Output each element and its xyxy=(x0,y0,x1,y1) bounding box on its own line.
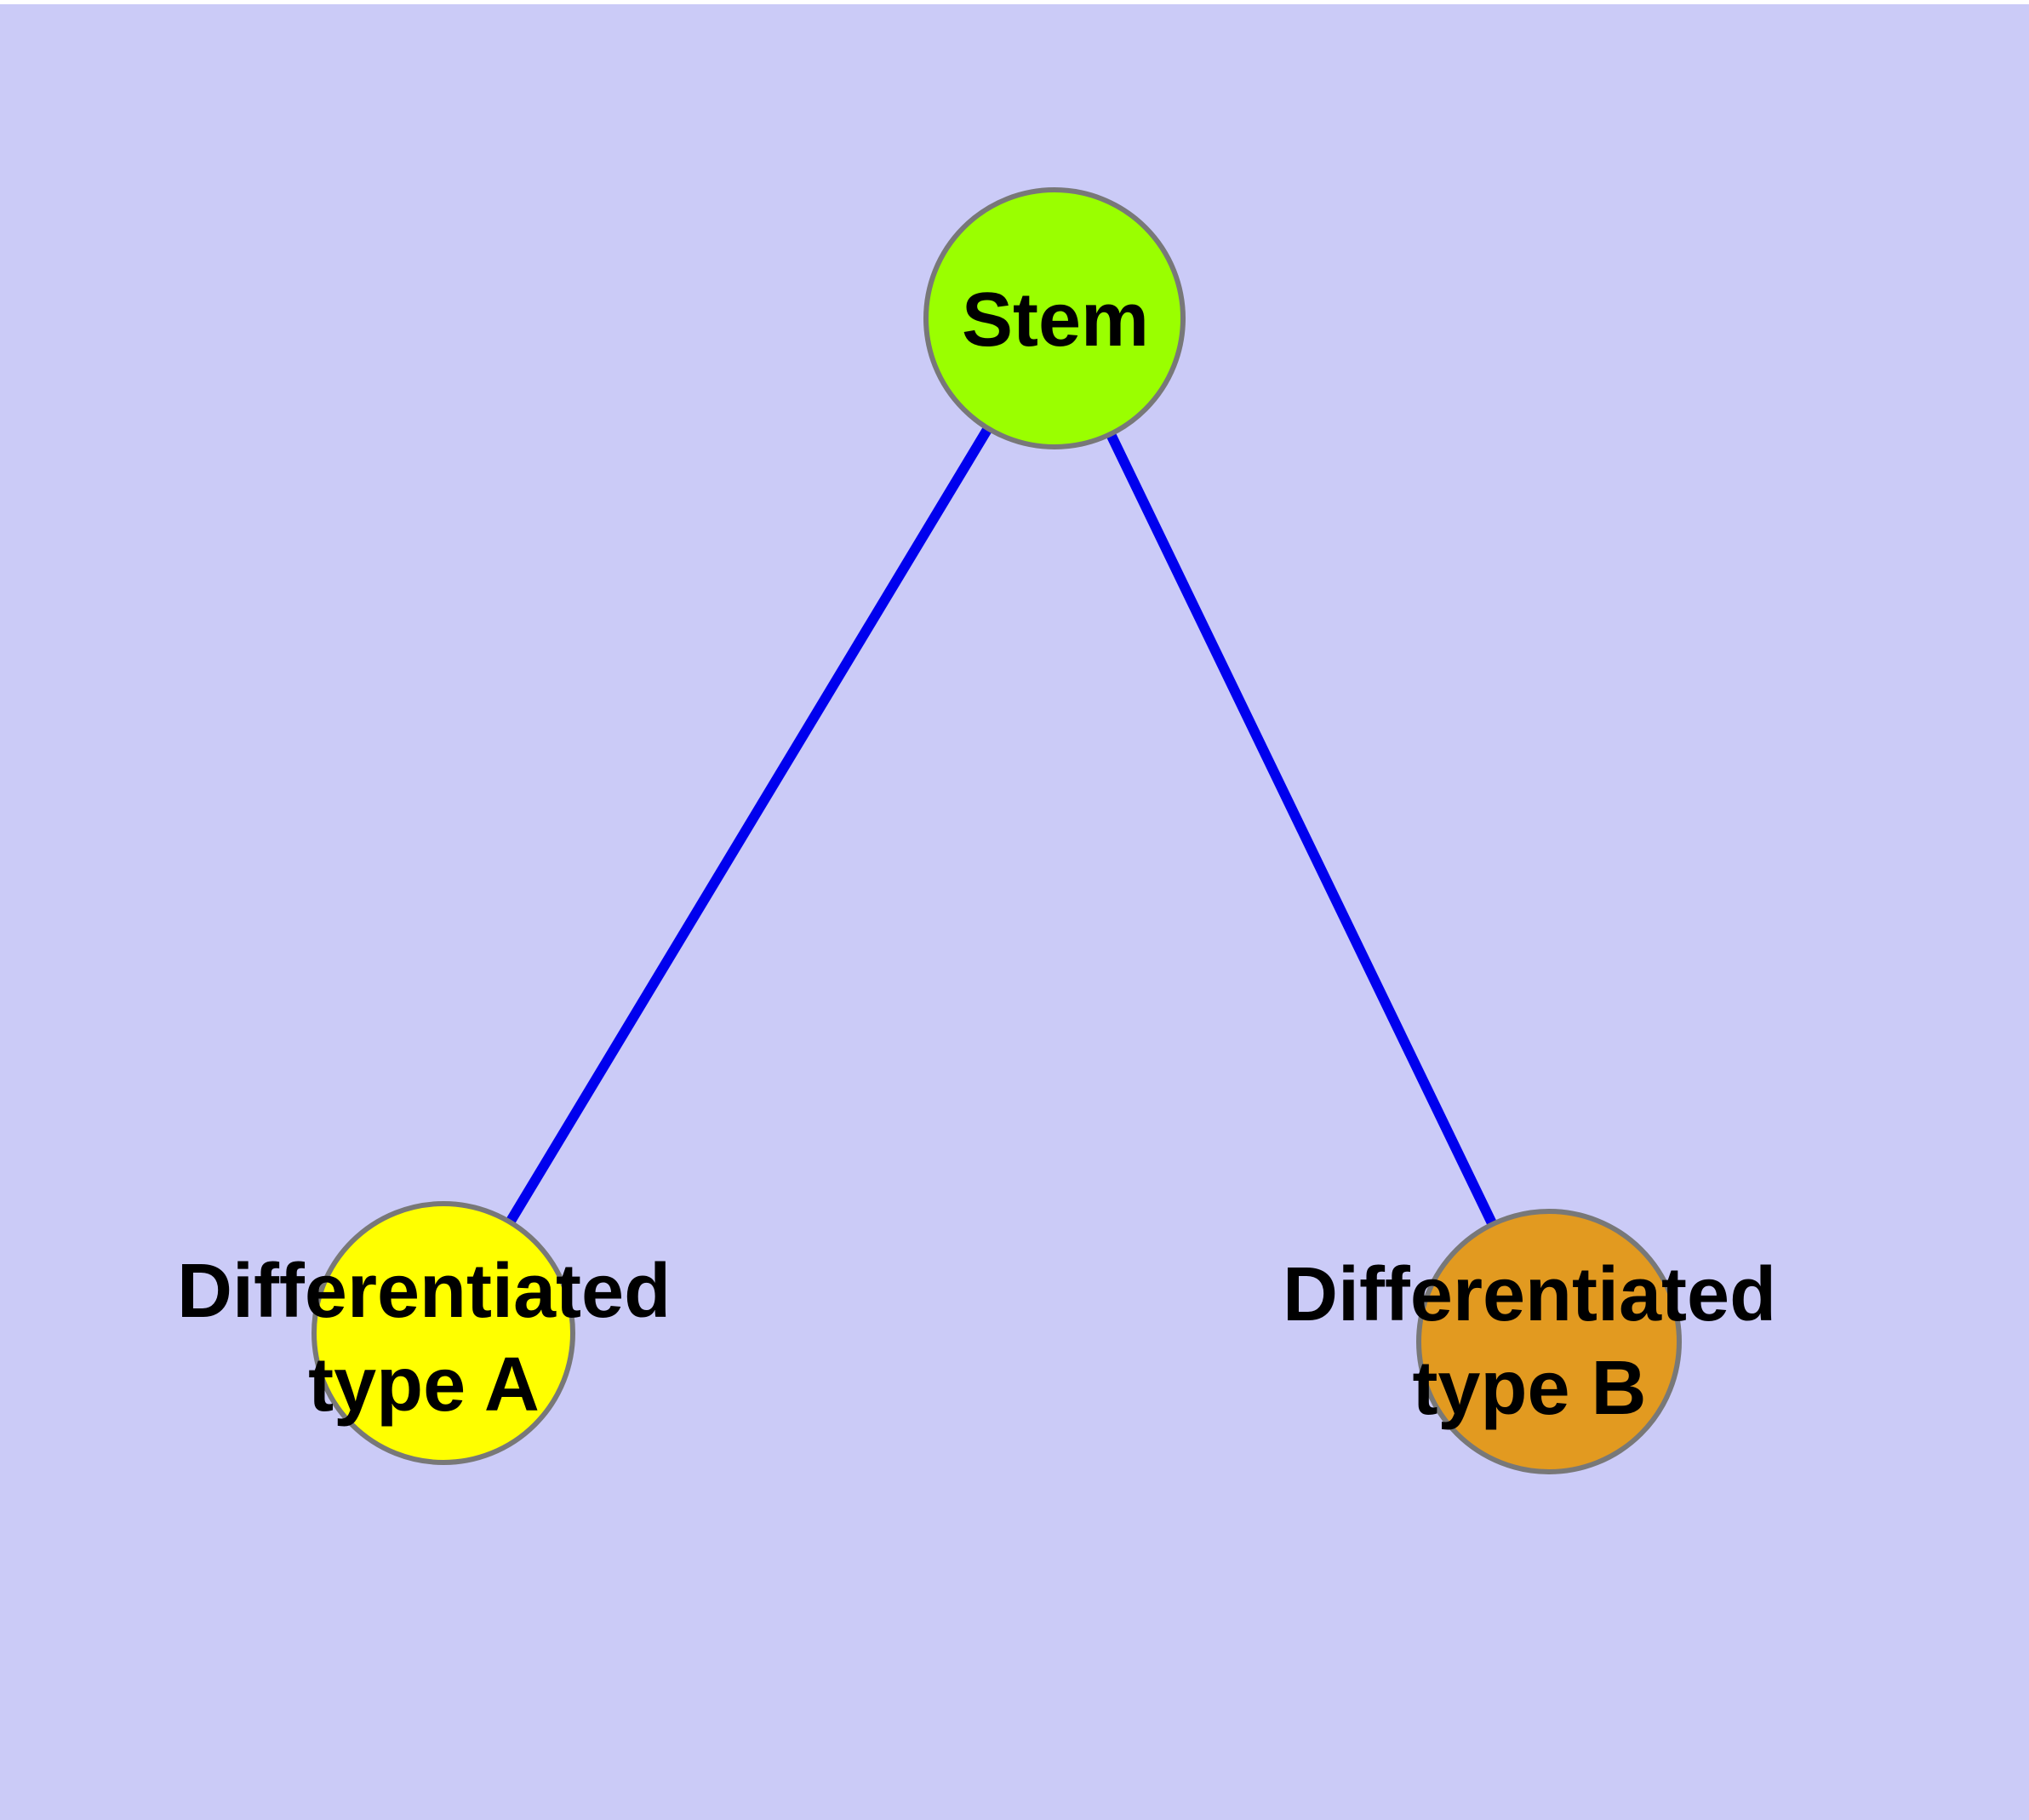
graph-svg xyxy=(311,187,1682,1474)
node-type-a-label: Differentiated type A xyxy=(176,1249,672,1428)
node-stem-circle xyxy=(923,187,1186,449)
node-type-b-circle xyxy=(1416,1209,1682,1474)
edge-stem-to-type-b xyxy=(1106,432,1498,1228)
node-type-b-label: Differentiated type B xyxy=(1282,1252,1777,1431)
node-stem-label: Stem xyxy=(961,278,1150,363)
node-type-a-circle xyxy=(311,1201,575,1465)
edge-stem-to-type-a xyxy=(505,425,993,1226)
